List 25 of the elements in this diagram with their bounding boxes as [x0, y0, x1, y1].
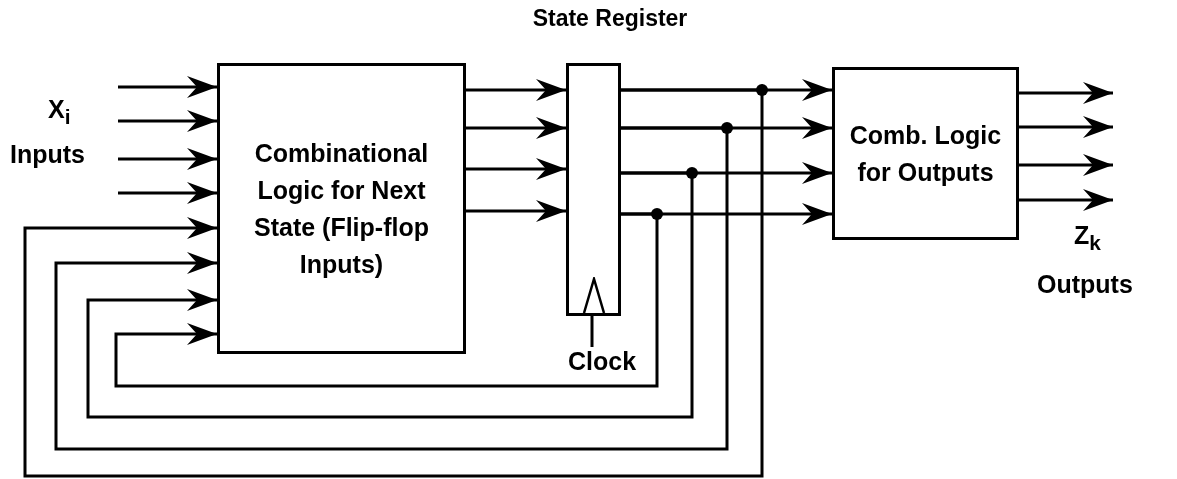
arrow [118, 76, 217, 98]
signal-label: Inputs [10, 140, 85, 169]
arrow [1019, 189, 1113, 211]
arrow [118, 110, 217, 132]
arrow [1019, 154, 1113, 176]
feedback-arrow [114, 212, 659, 388]
arrow [466, 200, 566, 222]
arrow [118, 148, 217, 170]
signal-name: X$_{i}$ [48, 95, 71, 129]
arrow [1019, 116, 1113, 138]
logic-block: Combinational Logic for Next State (Flip-flop Inputs) [217, 63, 466, 354]
signal-name: Z$_{k}$ [1074, 221, 1101, 255]
clock-label: Clock [560, 347, 644, 379]
feedback-arrow [23, 88, 764, 478]
signal-label: Outputs [1037, 270, 1133, 299]
arrow [466, 158, 566, 180]
arrow [466, 79, 566, 101]
register-title: State Register [531, 5, 689, 32]
logic-block: Comb. Logic for Outputs [832, 67, 1019, 240]
arrow [118, 182, 217, 204]
feedback-arrow [54, 126, 729, 451]
arrow [466, 117, 566, 139]
clock-line [590, 316, 594, 347]
arrow [1019, 82, 1113, 104]
feedback-arrow [86, 171, 694, 419]
